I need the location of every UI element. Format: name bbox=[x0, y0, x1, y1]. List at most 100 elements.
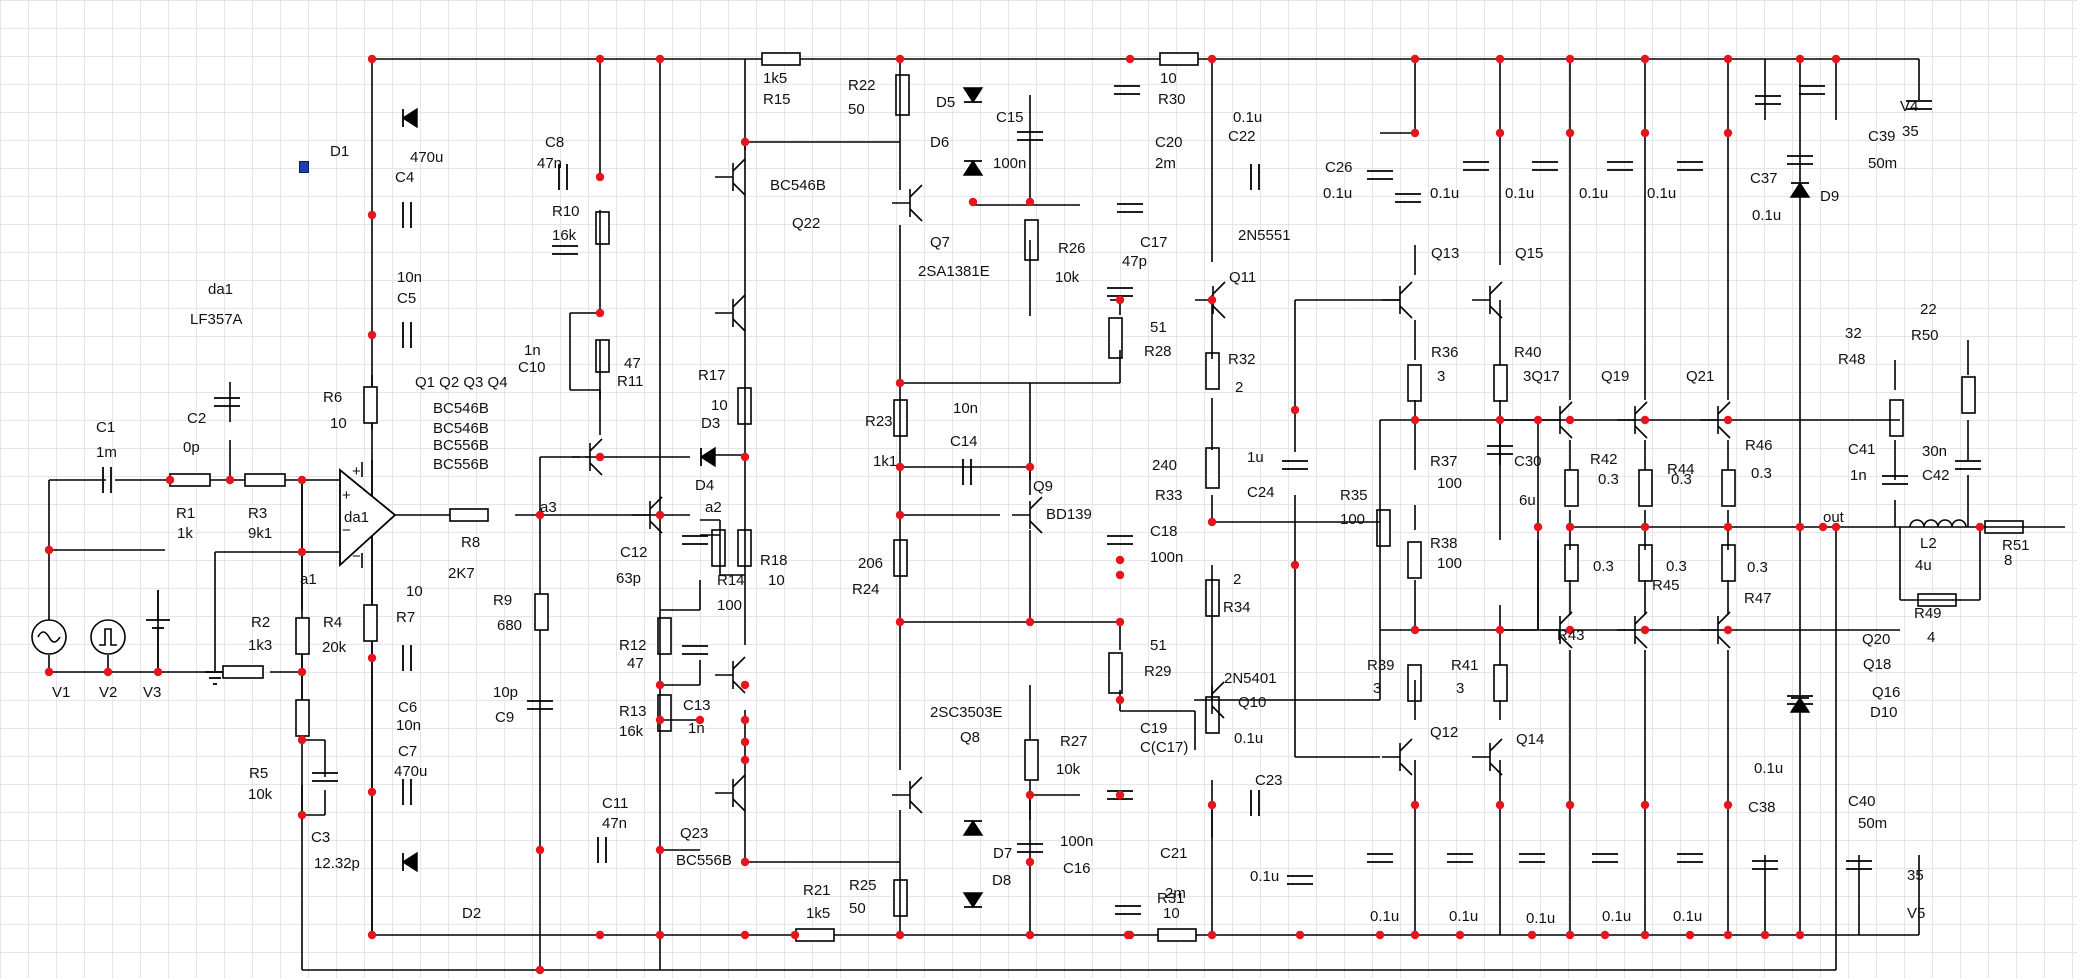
label-q13: Q13 bbox=[1431, 245, 1459, 262]
resistor-24 bbox=[1407, 541, 1422, 579]
label-c20v: 2m bbox=[1155, 155, 1176, 172]
label-c30v: 6u bbox=[1519, 492, 1536, 509]
label-q15: Q15 bbox=[1515, 245, 1543, 262]
label-r14v: 100 bbox=[717, 597, 742, 614]
junction-node bbox=[1455, 930, 1465, 940]
label-r30: R30 bbox=[1158, 91, 1186, 108]
label-q14: Q14 bbox=[1516, 731, 1544, 748]
resistor-41 bbox=[657, 617, 672, 655]
label-r6v: 10 bbox=[330, 415, 347, 432]
label-q11: Q11 bbox=[1229, 269, 1256, 286]
label-c20: C20 bbox=[1155, 134, 1183, 151]
capacitor-37 bbox=[962, 459, 972, 485]
label-bc546b_a: BC546B bbox=[770, 177, 826, 194]
label-l2v: 4u bbox=[1915, 557, 1932, 574]
junction-node bbox=[1640, 930, 1650, 940]
junction-node bbox=[1115, 695, 1125, 705]
label-l2: L2 bbox=[1920, 535, 1937, 552]
label-r18: R18 bbox=[760, 552, 788, 569]
label-r4: R4 bbox=[323, 614, 342, 631]
capacitor-6 bbox=[1799, 85, 1825, 95]
label-r7: R7 bbox=[396, 609, 415, 626]
label-r43v: 0.3 bbox=[1593, 558, 1614, 575]
capacitor-4 bbox=[1395, 193, 1421, 203]
label-r48v: 32 bbox=[1845, 325, 1862, 342]
label-r40: R40 bbox=[1514, 344, 1542, 361]
capacitor-25 bbox=[1592, 853, 1618, 863]
junction-node bbox=[1795, 522, 1805, 532]
transistor-0 bbox=[715, 158, 746, 196]
label-lf357a: LF357A bbox=[190, 311, 243, 328]
junction-node bbox=[1795, 54, 1805, 64]
junction-node bbox=[740, 680, 750, 690]
label-c2v: 0p bbox=[183, 439, 200, 456]
capacitor-12 bbox=[1367, 170, 1393, 180]
label-r8: R8 bbox=[461, 534, 480, 551]
label-d9: D9 bbox=[1820, 188, 1839, 205]
label-c41: C41 bbox=[1848, 441, 1876, 458]
junction-node bbox=[1723, 522, 1733, 532]
label-c40: C40 bbox=[1848, 793, 1876, 810]
junction-node bbox=[1410, 800, 1420, 810]
junction-node bbox=[1207, 54, 1217, 64]
label-c42v: 30n bbox=[1922, 443, 1947, 460]
label-c01c: 0.1u bbox=[1579, 185, 1608, 202]
junction-node bbox=[1115, 555, 1125, 565]
junction-node bbox=[1025, 790, 1035, 800]
capacitor-33 bbox=[682, 535, 708, 545]
junction-node bbox=[1495, 128, 1505, 138]
label-r27v: 10k bbox=[1056, 761, 1081, 778]
label-r44: R44 bbox=[1667, 461, 1695, 478]
resistor-34 bbox=[1721, 544, 1736, 582]
label-r27: R27 bbox=[1060, 733, 1088, 750]
resistor-20 bbox=[1205, 447, 1220, 489]
junction-node bbox=[595, 930, 605, 940]
junction-node bbox=[367, 54, 377, 64]
label-a1: a1 bbox=[300, 571, 317, 588]
selection-marker[interactable] bbox=[299, 161, 309, 173]
label-r46: R46 bbox=[1745, 437, 1773, 454]
junction-node bbox=[535, 845, 545, 855]
label-c23v: 0.1u bbox=[1250, 868, 1279, 885]
junction-node bbox=[1533, 415, 1543, 425]
resistor-6 bbox=[895, 74, 910, 116]
diode-5 bbox=[962, 819, 984, 836]
junction-node bbox=[103, 667, 113, 677]
transistor-11 bbox=[1472, 281, 1503, 319]
junction-node bbox=[1565, 522, 1575, 532]
label-r39: R39 bbox=[1367, 657, 1395, 674]
label-r36: R36 bbox=[1431, 344, 1459, 361]
resistor-26 bbox=[1493, 364, 1508, 402]
junction-node bbox=[1640, 415, 1650, 425]
junction-node bbox=[1565, 415, 1575, 425]
resistor-37 bbox=[534, 593, 549, 631]
label-c19: C19 bbox=[1140, 720, 1168, 737]
label-r25: R25 bbox=[849, 877, 877, 894]
junction-node bbox=[595, 172, 605, 182]
junction-node bbox=[1495, 415, 1505, 425]
resistor-46 bbox=[1961, 376, 1976, 414]
junction-node bbox=[790, 930, 800, 940]
label-c14: C14 bbox=[950, 433, 978, 450]
junction-node bbox=[1115, 617, 1125, 627]
junction-node bbox=[1527, 930, 1537, 940]
label-r11: R11 bbox=[617, 373, 643, 390]
junction-node bbox=[1723, 415, 1733, 425]
junction-node bbox=[1640, 800, 1650, 810]
label-c11v: 47n bbox=[602, 815, 627, 832]
junction-node bbox=[297, 475, 307, 485]
label-r47v: 0.3 bbox=[1747, 559, 1768, 576]
label-r6: R6 bbox=[323, 389, 342, 406]
label-qlist: Q1 Q2 Q3 Q4 bbox=[415, 374, 508, 391]
label-bc1: BC546B bbox=[433, 400, 489, 417]
capacitor-5 bbox=[1755, 95, 1781, 105]
resistor-2 bbox=[761, 52, 801, 66]
label-a3: a3 bbox=[540, 499, 557, 516]
capacitor-38 bbox=[558, 164, 568, 190]
junction-node bbox=[1290, 405, 1300, 415]
junction-node bbox=[1025, 930, 1035, 940]
junction-node bbox=[1495, 800, 1505, 810]
label-sign_minus2: − bbox=[342, 522, 351, 539]
junction-node bbox=[1831, 54, 1841, 64]
transistor-6 bbox=[892, 184, 923, 222]
